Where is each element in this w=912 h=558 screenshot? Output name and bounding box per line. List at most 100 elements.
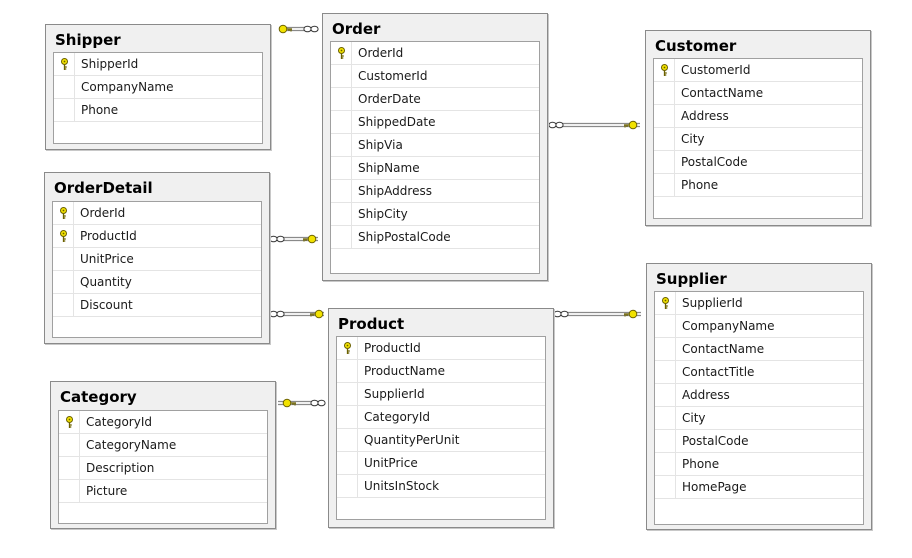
field-row[interactable]: Picture bbox=[59, 480, 267, 503]
many-end-icon bbox=[269, 235, 285, 243]
field-name: ProductId bbox=[80, 229, 137, 243]
field-row[interactable]: SupplierId bbox=[655, 292, 863, 315]
field-row[interactable]: ShipName bbox=[331, 157, 539, 180]
field-name: City bbox=[682, 411, 706, 425]
field-row[interactable]: CustomerId bbox=[654, 59, 862, 82]
field-row[interactable]: UnitsInStock bbox=[337, 475, 545, 498]
field-row[interactable]: OrderId bbox=[331, 42, 539, 65]
field-row[interactable]: City bbox=[655, 407, 863, 430]
primary-key-icon bbox=[343, 341, 351, 354]
field-row[interactable]: ShipPostalCode bbox=[331, 226, 539, 249]
field-row[interactable]: CategoryName bbox=[59, 434, 267, 457]
row-selector bbox=[331, 65, 352, 87]
row-selector bbox=[655, 315, 676, 337]
one-end-key-icon bbox=[624, 120, 638, 130]
row-selector bbox=[337, 337, 358, 359]
field-row[interactable]: ShipAddress bbox=[331, 180, 539, 203]
field-row[interactable]: Phone bbox=[654, 174, 862, 197]
field-name: ProductId bbox=[364, 341, 421, 355]
row-selector bbox=[655, 338, 676, 360]
field-name: Quantity bbox=[80, 275, 132, 289]
field-name: ShipperId bbox=[81, 57, 139, 71]
field-row[interactable]: UnitPrice bbox=[53, 248, 261, 271]
row-selector bbox=[337, 383, 358, 405]
field-row[interactable]: CustomerId bbox=[331, 65, 539, 88]
field-row[interactable]: OrderId bbox=[53, 202, 261, 225]
many-end-icon bbox=[310, 399, 326, 407]
table-title: OrderDetail bbox=[54, 179, 153, 197]
field-name: SupplierId bbox=[682, 296, 743, 310]
field-row[interactable]: OrderDate bbox=[331, 88, 539, 111]
row-selector bbox=[54, 99, 75, 121]
field-row[interactable]: Discount bbox=[53, 294, 261, 317]
field-row[interactable]: Quantity bbox=[53, 271, 261, 294]
field-row[interactable]: ShipVia bbox=[331, 134, 539, 157]
many-end-icon bbox=[303, 25, 319, 33]
field-row[interactable]: City bbox=[654, 128, 862, 151]
field-row[interactable]: QuantityPerUnit bbox=[337, 429, 545, 452]
field-row[interactable]: CompanyName bbox=[655, 315, 863, 338]
primary-key-icon bbox=[660, 63, 668, 76]
field-name: Phone bbox=[682, 457, 720, 471]
field-row[interactable]: ShipCity bbox=[331, 203, 539, 226]
field-row[interactable]: CategoryId bbox=[59, 411, 267, 434]
field-name: UnitPrice bbox=[80, 252, 134, 266]
field-row[interactable]: ProductId bbox=[337, 337, 545, 360]
row-selector bbox=[331, 180, 352, 202]
field-row[interactable]: ShippedDate bbox=[331, 111, 539, 134]
field-name: CategoryId bbox=[86, 415, 152, 429]
field-row[interactable]: ShipperId bbox=[54, 53, 262, 76]
row-selector bbox=[655, 361, 676, 383]
field-name: Phone bbox=[81, 103, 119, 117]
field-name: CustomerId bbox=[358, 69, 428, 83]
field-name: HomePage bbox=[682, 480, 747, 494]
field-name: CustomerId bbox=[681, 63, 751, 77]
field-row[interactable]: PostalCode bbox=[655, 430, 863, 453]
field-name: ShippedDate bbox=[358, 115, 436, 129]
table-title: Supplier bbox=[656, 270, 727, 288]
field-name: SupplierId bbox=[364, 387, 425, 401]
row-selector bbox=[337, 452, 358, 474]
field-row[interactable]: UnitPrice bbox=[337, 452, 545, 475]
field-name: ContactName bbox=[681, 86, 764, 100]
field-name: UnitPrice bbox=[364, 456, 418, 470]
field-row[interactable]: Phone bbox=[655, 453, 863, 476]
table-title: Customer bbox=[655, 37, 737, 55]
one-end-key-icon bbox=[278, 24, 292, 34]
field-row[interactable]: ProductName bbox=[337, 360, 545, 383]
field-row[interactable]: HomePage bbox=[655, 476, 863, 499]
field-row[interactable]: CategoryId bbox=[337, 406, 545, 429]
many-end-icon bbox=[553, 310, 569, 318]
field-row[interactable]: Address bbox=[654, 105, 862, 128]
row-selector bbox=[53, 202, 74, 224]
row-selector bbox=[655, 453, 676, 475]
field-row[interactable]: PostalCode bbox=[654, 151, 862, 174]
row-selector bbox=[331, 157, 352, 179]
field-row[interactable]: CompanyName bbox=[54, 76, 262, 99]
field-row[interactable]: ContactTitle bbox=[655, 361, 863, 384]
field-row[interactable]: SupplierId bbox=[337, 383, 545, 406]
field-row[interactable]: Address bbox=[655, 384, 863, 407]
field-name: OrderId bbox=[358, 46, 404, 60]
primary-key-icon bbox=[661, 296, 669, 309]
field-row[interactable]: Description bbox=[59, 457, 267, 480]
row-selector bbox=[655, 384, 676, 406]
field-row[interactable]: ContactName bbox=[654, 82, 862, 105]
field-row[interactable]: Phone bbox=[54, 99, 262, 122]
field-row[interactable]: ContactName bbox=[655, 338, 863, 361]
table-title: Product bbox=[338, 315, 405, 333]
field-row[interactable]: ProductId bbox=[53, 225, 261, 248]
field-name: Phone bbox=[681, 178, 719, 192]
table-title: Order bbox=[332, 20, 381, 38]
